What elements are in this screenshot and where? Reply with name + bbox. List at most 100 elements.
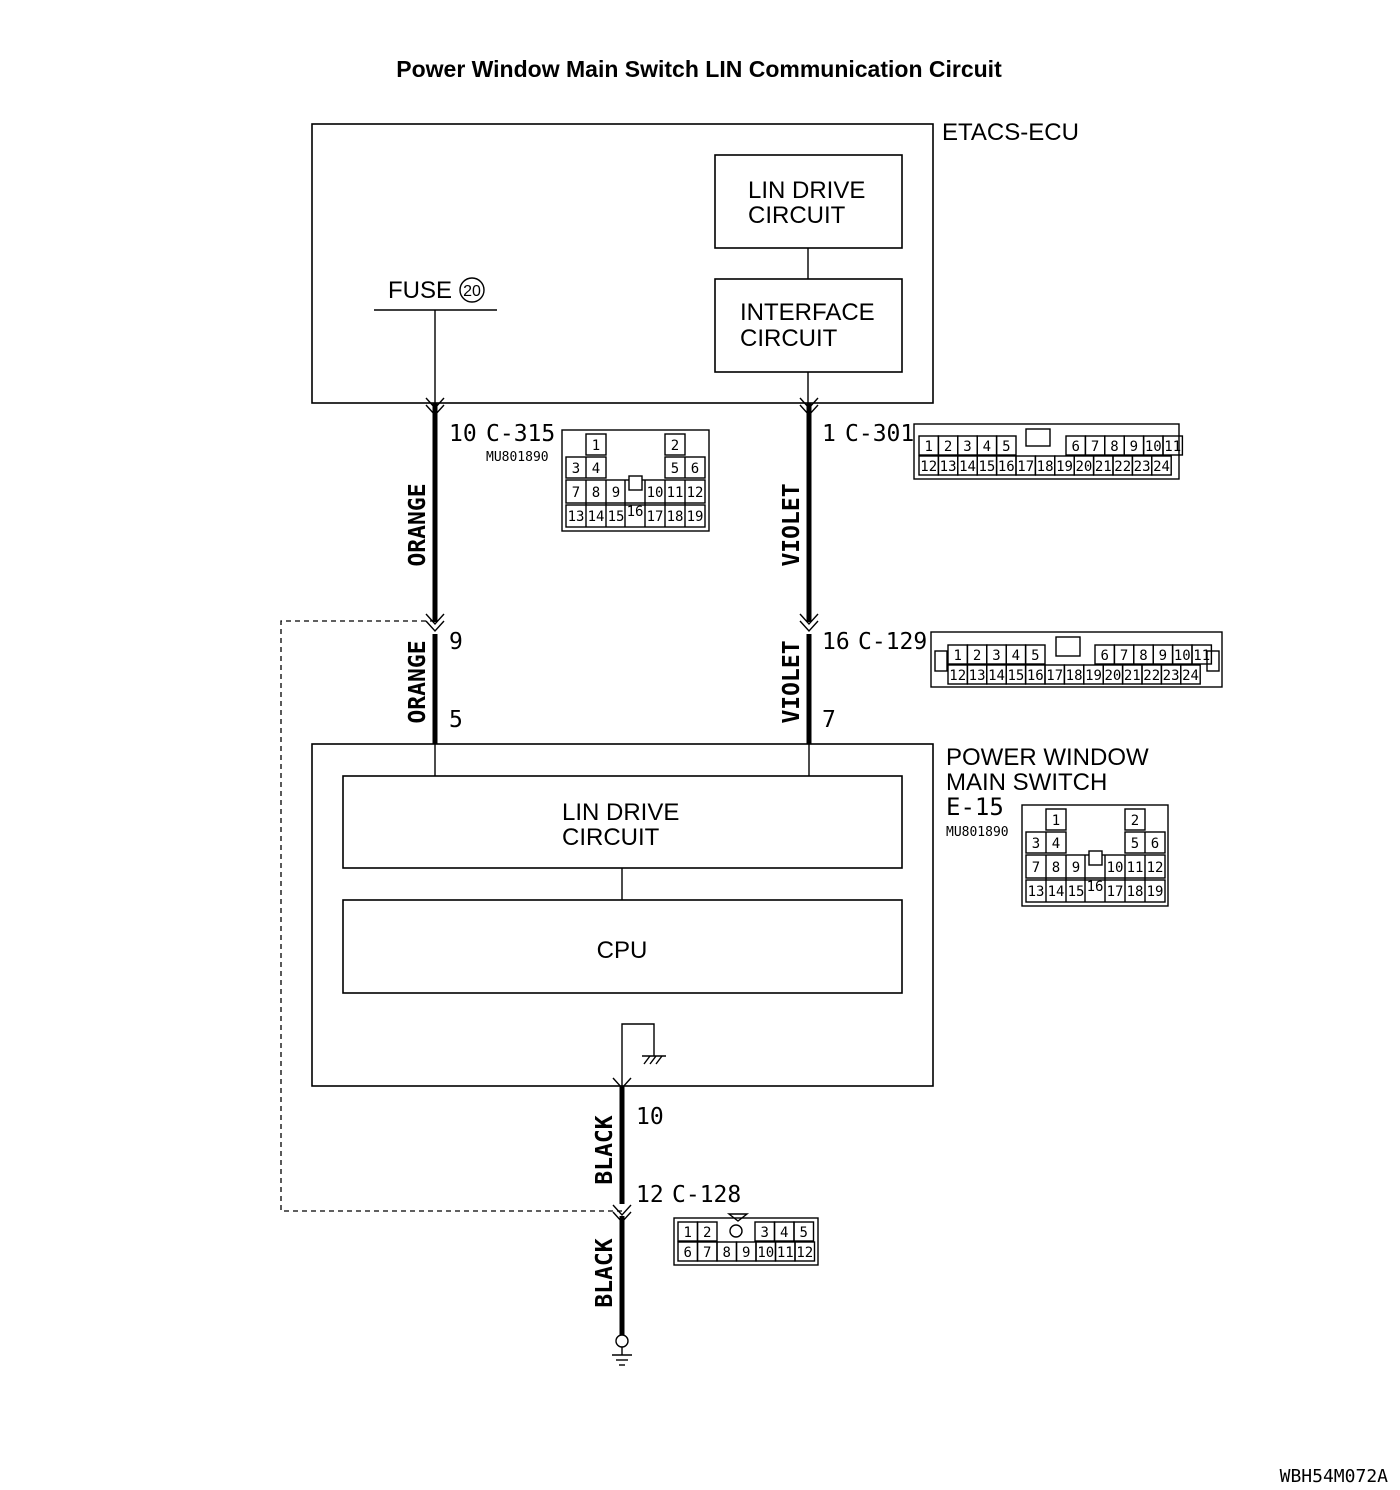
c128-pin: 12 (636, 1182, 664, 1208)
switch-label-line2: MAIN SWITCH (946, 769, 1107, 796)
c128-chevron (612, 1204, 632, 1224)
fuse-number-circle (459, 277, 485, 303)
c128-cell-9: 9 (742, 1245, 750, 1261)
c301-cell-5: 5 (1002, 439, 1010, 455)
c301-cell-4: 4 (983, 439, 991, 455)
c128-cell-8: 8 (723, 1245, 731, 1261)
c128-cell-2: 2 (703, 1225, 711, 1241)
e15-cell-5: 5 (1131, 836, 1139, 852)
e15-cell-12: 12 (1147, 860, 1164, 876)
c301-id: C-301 (845, 421, 914, 447)
c301-cell-8: 8 (1110, 439, 1118, 455)
fuse-label: FUSE (388, 277, 452, 304)
c301-cell-24: 24 (1153, 459, 1170, 475)
c315-cell-2: 2 (671, 438, 679, 454)
c315-cell-3: 3 (572, 461, 580, 477)
fuse-number: 20 (463, 283, 481, 300)
e15-cell-17: 17 (1107, 884, 1124, 900)
c315-cell-13: 13 (568, 509, 585, 525)
c301-cell-7: 7 (1091, 439, 1099, 455)
c315-cell-17: 17 (647, 509, 664, 525)
c128-cell-6: 6 (684, 1245, 692, 1261)
c301-cell-10: 10 (1145, 439, 1162, 455)
switch-lin-drive-line1: LIN DRIVE (562, 799, 679, 826)
c315-cell-5: 5 (671, 461, 679, 477)
c129-cell-19: 19 (1085, 668, 1102, 684)
internal-ground-icon (621, 1023, 666, 1086)
c315-cell-14: 14 (588, 509, 605, 525)
violet-label-upper: VIOLET (779, 483, 805, 566)
e15-pin-left: 5 (449, 707, 463, 733)
c129-cell-21: 21 (1124, 668, 1141, 684)
e15-connector-face: 1 2 3 4 5 6 7 8 9 10 11 12 13 14 15 16 1… (1021, 804, 1169, 907)
c301-cell-6: 6 (1071, 439, 1079, 455)
e15-cell-4: 4 (1052, 836, 1060, 852)
black-label-upper: BLACK (592, 1115, 618, 1184)
switch-connector-id: E-15 (946, 793, 1004, 821)
c129-cell-4: 4 (1012, 648, 1020, 664)
c315-connector-face: 1 2 3 4 5 6 7 8 9 10 11 12 13 14 15 16 1… (561, 429, 710, 532)
c129-cell-7: 7 (1120, 648, 1128, 664)
c315-id: C-315 (486, 421, 555, 447)
c301-cell-23: 23 (1134, 459, 1151, 475)
e15-cell-13: 13 (1028, 884, 1045, 900)
c129-cell-13: 13 (969, 668, 986, 684)
c128-cell-3: 3 (761, 1225, 769, 1241)
c301-cell-19: 19 (1056, 459, 1073, 475)
c315-cell-11: 11 (667, 485, 684, 501)
black-label-lower: BLACK (592, 1238, 618, 1307)
c129-cell-14: 14 (988, 668, 1005, 684)
dashed-ground-path (280, 620, 622, 1212)
c128-cell-11: 11 (777, 1245, 794, 1261)
e15-cell-8: 8 (1052, 860, 1060, 876)
c315-cell-1: 1 (592, 438, 600, 454)
c129-cell-1: 1 (953, 648, 961, 664)
c129-cell-2: 2 (973, 648, 981, 664)
c301-cell-9: 9 (1130, 439, 1138, 455)
e15-cell-9: 9 (1072, 860, 1080, 876)
c301-cell-21: 21 (1095, 459, 1112, 475)
c315-cell-8: 8 (592, 485, 600, 501)
e15-pin-right: 7 (822, 707, 836, 733)
interface-circuit-line2: CIRCUIT (740, 325, 838, 352)
c315-cell-12: 12 (687, 485, 704, 501)
c129-cell-17: 17 (1046, 668, 1063, 684)
c128-cell-1: 1 (684, 1225, 692, 1241)
violet-label-lower: VIOLET (779, 640, 805, 723)
c128-cell-4: 4 (780, 1225, 788, 1241)
orange-mid-pin: 9 (449, 629, 463, 655)
c315-part: MU801890 (486, 450, 549, 465)
c129-cell-22: 22 (1143, 668, 1160, 684)
c301-pin: 1 (822, 421, 836, 447)
e15-cell-7: 7 (1032, 860, 1040, 876)
c301-cell-17: 17 (1017, 459, 1034, 475)
c315-cell-18: 18 (667, 509, 684, 525)
c129-cell-5: 5 (1031, 648, 1039, 664)
c129-cell-8: 8 (1139, 648, 1147, 664)
e15-cell-14: 14 (1048, 884, 1065, 900)
e15-cell-19: 19 (1147, 884, 1164, 900)
c129-cell-24: 24 (1182, 668, 1199, 684)
c301-cell-13: 13 (940, 459, 957, 475)
c129-cell-20: 20 (1104, 668, 1121, 684)
c129-cell-16: 16 (1027, 668, 1044, 684)
c301-cell-11: 11 (1164, 439, 1181, 455)
c129-cell-6: 6 (1100, 648, 1108, 664)
black-pin-top: 10 (636, 1104, 664, 1130)
orange-mid-chevron (425, 613, 445, 633)
e15-cell-3: 3 (1032, 836, 1040, 852)
c301-cell-16: 16 (998, 459, 1015, 475)
ground-icon (612, 1334, 632, 1366)
e15-cell-1: 1 (1052, 813, 1060, 829)
orange-label-lower: ORANGE (405, 640, 431, 723)
c301-cell-3: 3 (963, 439, 971, 455)
diagram-title: Power Window Main Switch LIN Communicati… (396, 56, 1002, 82)
etacs-lin-drive-line2: CIRCUIT (748, 202, 846, 229)
c315-cell-16: 16 (627, 504, 644, 520)
c129-id: C-129 (858, 629, 927, 655)
switch-label-line1: POWER WINDOW (946, 744, 1149, 771)
cpu-label: CPU (597, 937, 648, 964)
c315-cell-9: 9 (612, 485, 620, 501)
